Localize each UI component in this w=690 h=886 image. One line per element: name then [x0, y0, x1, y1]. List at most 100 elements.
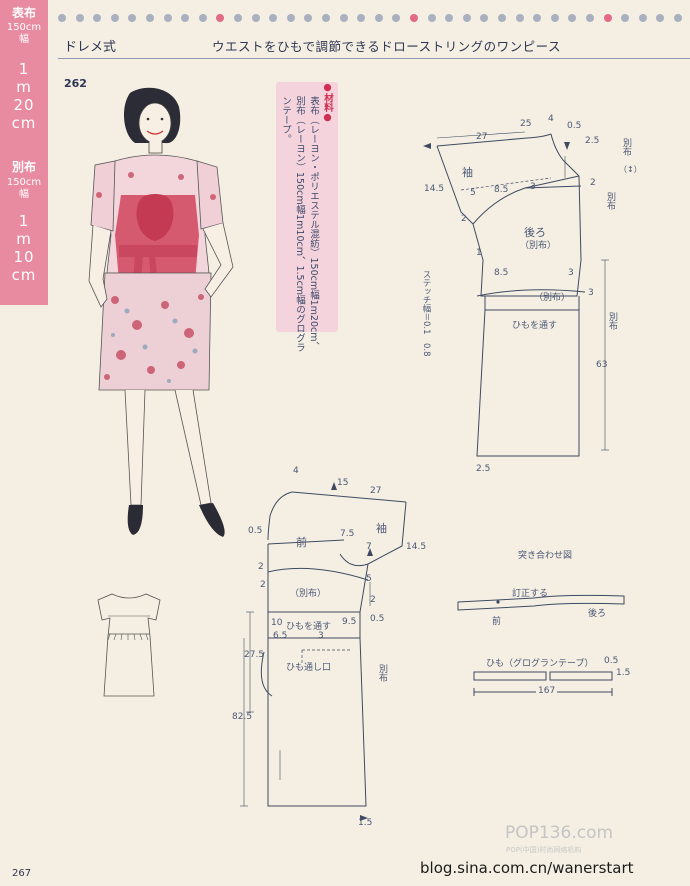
front-bodice-label: 前: [296, 536, 307, 549]
front-dim-2a: 2: [258, 562, 264, 572]
header-dot: [58, 14, 66, 22]
front-dim-27: 27: [370, 486, 382, 496]
front-dim-10: 10: [271, 618, 283, 628]
joining-diagram-title: 突き合わせ図: [518, 551, 573, 561]
back-dim-3b: 3: [568, 268, 574, 278]
materials-heading: ●材料●: [322, 82, 333, 123]
header-dot-row: [58, 14, 690, 24]
header-divider: [58, 58, 690, 59]
header-dot: [322, 14, 330, 22]
front-betsu-nuno: 別布: [377, 664, 387, 682]
back-betsu-nuno-3: 別布: [607, 312, 617, 330]
main-fabric-width-unit: 幅: [19, 34, 29, 45]
header-dot: [75, 14, 84, 22]
header-dot: [445, 14, 454, 22]
front-dim-1-5: 1.5: [358, 818, 373, 828]
header-dot: [251, 14, 260, 22]
header-dot: [427, 14, 436, 22]
back-dim-3: 3: [530, 182, 536, 192]
string-dim-top: 0.5: [604, 656, 619, 666]
materials-line-2: 別布（レーヨン）150cm幅1m10cm、1.5cm幅のグログラ: [294, 96, 305, 353]
flat-sketch-icon: [97, 593, 161, 697]
back-pattern-diagram: [423, 131, 609, 457]
sub-fabric-label: 別布: [11, 160, 36, 174]
sub-fabric-width: 150cm: [6, 177, 42, 188]
front-dim-05: 0.5: [248, 526, 263, 536]
back-string-through-label: ひもを通す: [512, 321, 558, 331]
header-dot: [234, 14, 242, 22]
string-dim-right: 1.5: [616, 668, 631, 678]
header-dot: [603, 14, 612, 22]
string-length: 167: [536, 686, 558, 696]
page-title: ウエストをひもで調節できるドローストリングのワンピース: [212, 39, 562, 54]
back-dim-sleeve-top: 27: [476, 132, 488, 142]
main-fabric-length-unit-m: m: [16, 78, 32, 96]
main-fabric-width: 150cm: [6, 22, 42, 33]
back-dim-5: 5: [470, 188, 476, 198]
header-dot: [357, 14, 366, 22]
blog-url-link[interactable]: blog.sina.com.cn/wanerstart: [420, 859, 634, 877]
page-number: 267: [12, 868, 32, 879]
sub-fabric-length-unit-cm: cm: [11, 266, 37, 284]
sub-fabric-length-unit-m: m: [16, 230, 32, 248]
joining-front-label: 前: [492, 617, 502, 627]
materials-box: ●材料● 表布（レーヨン・ポリエステル混紡）150cm幅1m20cm、 別布（レ…: [276, 82, 338, 352]
back-sub-fabric-label-2: （別布）: [534, 293, 571, 303]
header-dot: [216, 14, 225, 22]
front-dim-2c: 2: [370, 595, 376, 605]
header-dot: [568, 14, 577, 22]
sub-fabric-length: 1: [18, 212, 30, 230]
front-dim-27-5: 27.5: [244, 650, 265, 660]
back-dim-14-5: 14.5: [424, 184, 445, 194]
back-betsu-nuno-1: 別布: [621, 138, 631, 156]
header-dot: [462, 14, 471, 22]
header-dot: [339, 14, 348, 22]
back-dim-top-25: 25: [520, 119, 532, 129]
back-dim-1: 1: [476, 248, 482, 258]
header-dot: [110, 14, 119, 22]
front-dim-9-5: 9.5: [342, 617, 357, 627]
header-dot: [533, 14, 542, 22]
front-dim-4: 4: [293, 466, 299, 476]
stitch-width-label: ステッチ幅＝0.1 0.8: [421, 270, 431, 357]
string-diagram-title: ひも（グログランテープ）: [486, 659, 594, 669]
front-dim-6-5: 6.5: [273, 631, 288, 641]
header-dot: [163, 14, 172, 22]
main-fabric-length-unit-cm: cm: [11, 114, 37, 132]
main-fabric-length: 1: [18, 60, 30, 78]
main-fabric-length-cm-value: 20: [13, 96, 35, 114]
front-string-through-label: ひもを通す: [286, 622, 332, 632]
materials-line-3: ンテープ。: [280, 96, 291, 144]
header-dot: [374, 14, 383, 22]
header-dot: [128, 14, 137, 22]
front-dim-15: 15: [337, 478, 349, 488]
header-dot: [515, 14, 524, 22]
back-updown-mark: （↕）: [619, 165, 642, 174]
back-dim-2a: 2: [590, 178, 596, 188]
back-bodice-label: 後ろ: [524, 226, 546, 239]
front-sleeve-label: 袖: [376, 522, 387, 535]
watermark-logo: POP136.com: [505, 823, 614, 843]
sub-fabric-length-cm-value: 10: [13, 248, 35, 266]
front-sub-fabric-label: （別布）: [290, 589, 327, 599]
front-dim-14-5: 14.5: [406, 542, 427, 552]
back-dim-63: 63: [596, 360, 608, 370]
header-dot: [93, 14, 102, 22]
front-dim-3: 3: [318, 631, 324, 641]
front-string-opening-label: ひも通し口: [286, 663, 332, 673]
header-dot: [286, 14, 295, 22]
back-dim-05: 0.5: [567, 121, 582, 131]
header-dot: [674, 14, 682, 22]
header-dot: [410, 14, 418, 22]
header-dot: [304, 14, 313, 22]
front-dim-2b: 2: [260, 580, 266, 590]
header-dot: [656, 14, 665, 22]
materials-line-1: 表布（レーヨン・ポリエステル混紡）150cm幅1m20cm、: [308, 96, 319, 351]
back-dim-25b: 2.5: [585, 136, 600, 146]
header-dot: [621, 14, 630, 22]
watermark-subtitle: POP(中国)时尚网络机构: [506, 846, 582, 854]
back-betsu-nuno-2: 別布: [605, 192, 615, 210]
header-dot: [392, 14, 401, 22]
header-dot: [269, 14, 278, 22]
fashion-illustration: [88, 87, 234, 537]
